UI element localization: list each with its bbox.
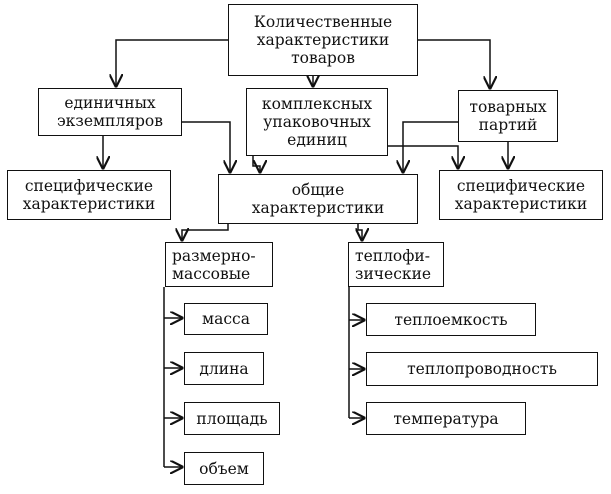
arrow-unit-items-to-general xyxy=(182,121,230,172)
root-box: Количественные характеристики товаров xyxy=(228,4,418,76)
packages-box: комплексных упаковочных единиц xyxy=(246,88,388,156)
arrow-batches-to-general xyxy=(403,121,458,172)
temperature-box: температура xyxy=(366,402,526,435)
specific-right-box: специфические характеристики xyxy=(439,170,603,220)
arrow-packages-to-specific-right xyxy=(388,145,458,168)
mass-box: масса xyxy=(184,303,268,335)
arrow-general-to-thermo xyxy=(358,224,362,240)
batches-box: товарных партий xyxy=(458,90,558,142)
size-mass-box: размерно- массовые xyxy=(165,242,273,287)
length-box: длина xyxy=(184,352,264,385)
arrow-general-to-size-mass xyxy=(182,224,229,240)
arrow-root-to-batches xyxy=(418,39,490,88)
general-box: общие характеристики xyxy=(218,174,418,224)
specific-left-box: специфические характеристики xyxy=(7,170,171,220)
arrow-packages-to-general xyxy=(252,156,260,172)
area-box: площадь xyxy=(184,402,280,435)
volume-box: объем xyxy=(184,452,264,485)
thermo-box: теплофи- зические xyxy=(348,242,444,287)
unit-items-box: единичных экземпляров xyxy=(38,88,182,136)
heat-capacity-box: теплоемкость xyxy=(366,303,536,336)
heat-conductivity-box: теплопроводность xyxy=(366,352,598,386)
arrow-root-to-unit-items xyxy=(116,39,228,86)
